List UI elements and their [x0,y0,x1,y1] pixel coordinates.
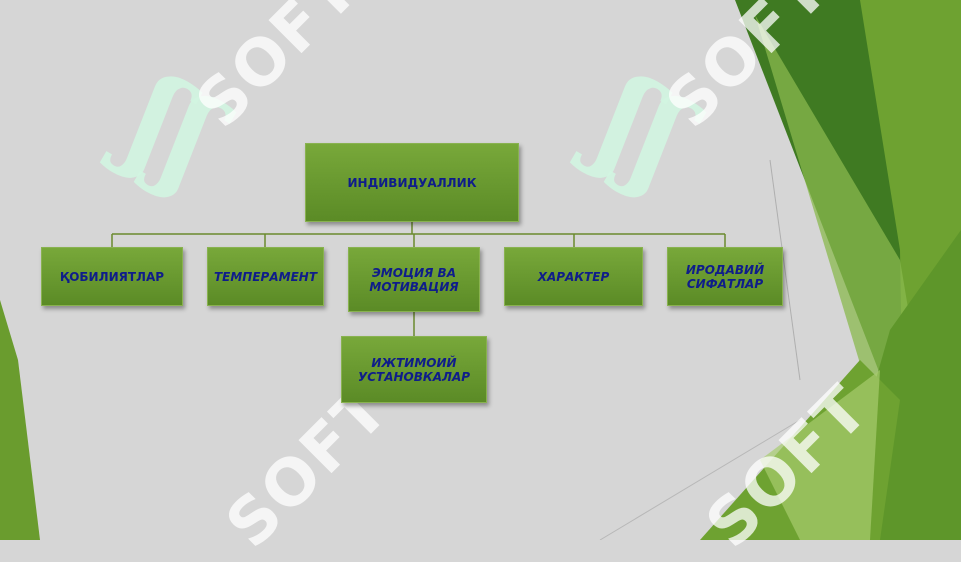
deco-thin-line [769,159,801,381]
root-box: ИНДИВИДУАЛЛИК [305,143,519,222]
sub-child-box-social-attitudes: ИЖТИМОИЙ УСТАНОВКАЛАР [341,336,487,403]
child-label: ҚОБИЛИЯТЛАР [59,269,165,284]
background-decoration [0,0,961,540]
deco-light-green [755,15,920,430]
child-label: ИРОДАВИЙ СИФАТЛАР [685,262,765,291]
deco-pale-lower [760,370,880,540]
child-label: ТЕМПЕРАМЕНТ [213,269,317,284]
sub-child-label: ИЖТИМОИЙ УСТАНОВКАЛАР [357,355,471,384]
child-box-temperament: ТЕМПЕРАМЕНТ [207,247,324,306]
child-box-abilities: ҚОБИЛИЯТЛАР [41,247,183,306]
child-label: ХАРАКТЕР [537,269,610,284]
child-box-emotion-motivation: ЭМОЦИЯ ВА МОТИВАЦИЯ [348,247,480,312]
child-label: ЭМОЦИЯ ВА МОТИВАЦИЯ [369,265,459,294]
child-box-will-qualities: ИРОДАВИЙ СИФАТЛАР [667,247,783,306]
root-label: ИНДИВИДУАЛЛИК [347,175,477,190]
child-box-character: ХАРАКТЕР [504,247,643,306]
deco-thin-line-2 [599,419,801,540]
connector-lines [111,222,726,336]
deco-left-strip [0,300,40,540]
